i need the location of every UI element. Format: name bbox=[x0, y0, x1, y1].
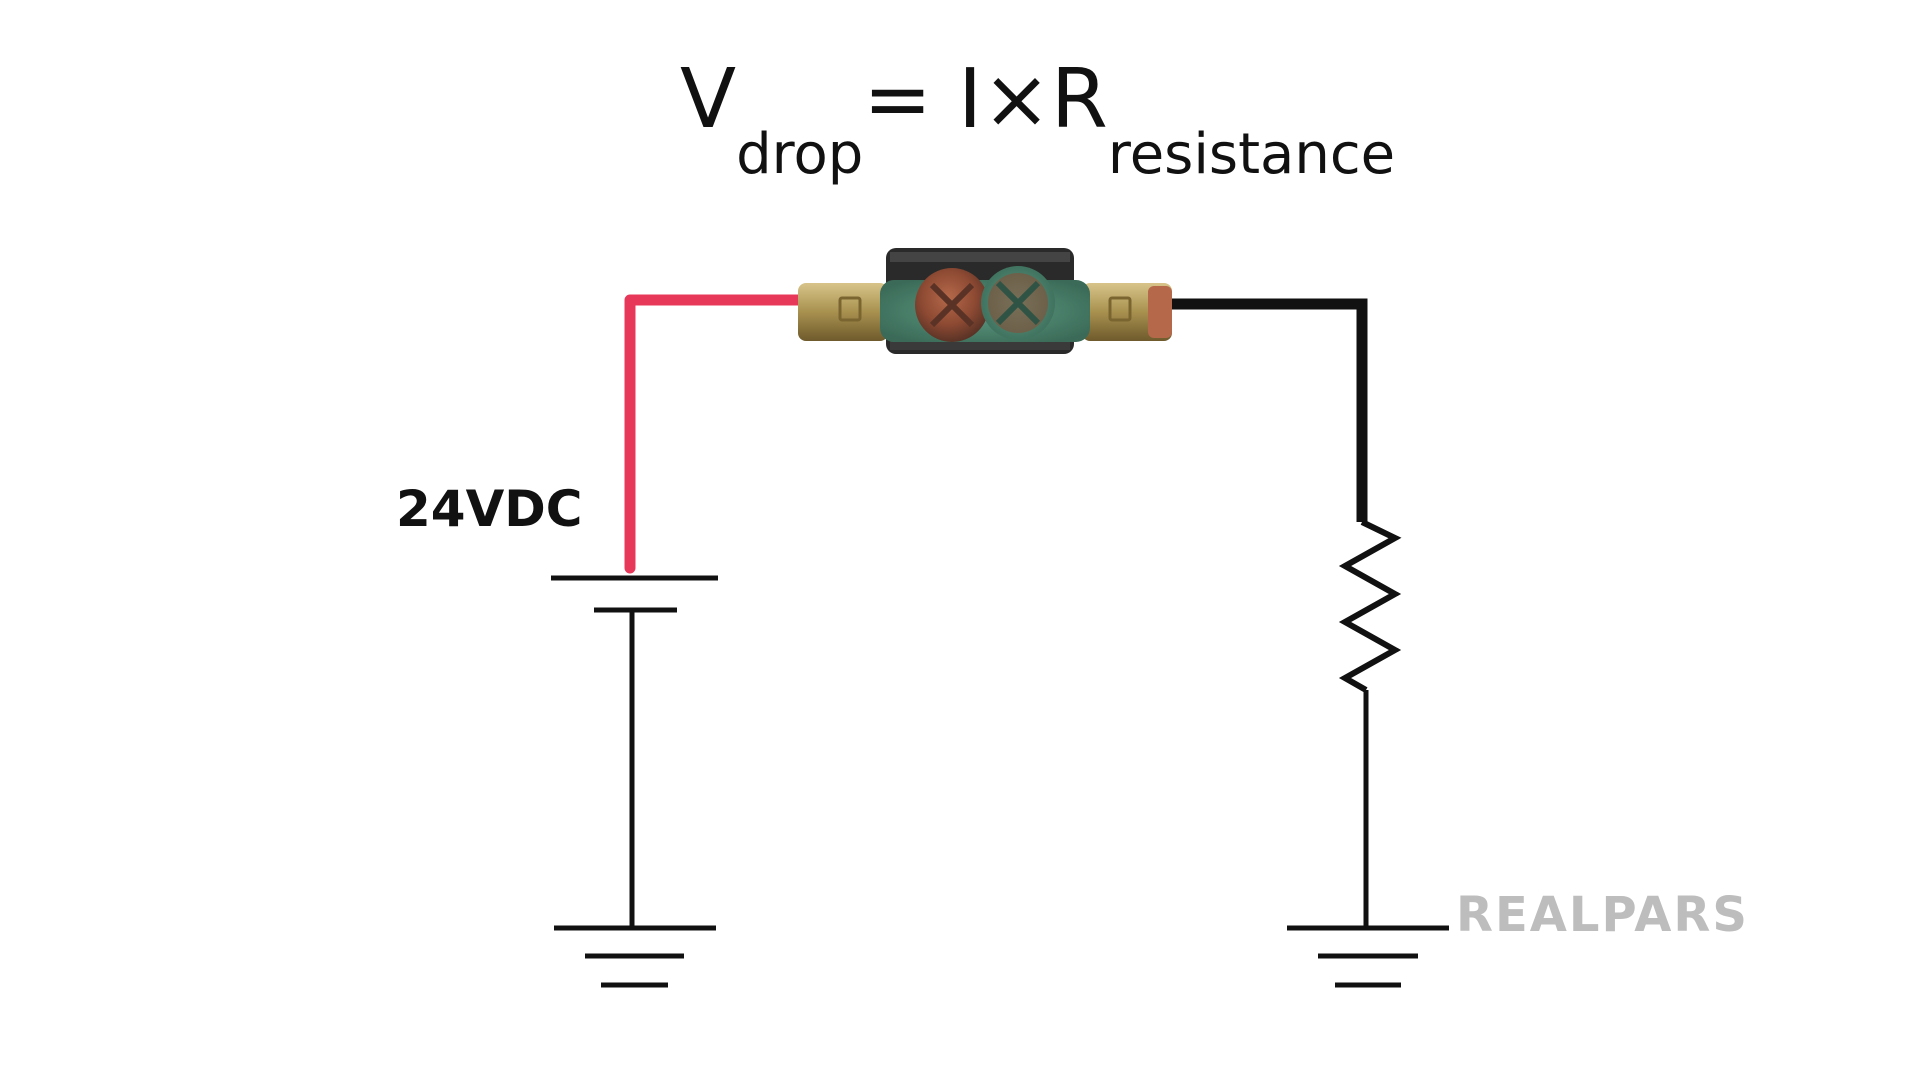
realpars-logo: REALPARS bbox=[1456, 887, 1749, 943]
formula-equals-ixr: = I×R bbox=[863, 52, 1108, 147]
corroded-terminal-block-icon bbox=[798, 248, 1172, 354]
voltage-drop-formula: Vdrop= I×Rresistance bbox=[680, 52, 1395, 187]
positive-wire bbox=[624, 294, 806, 574]
supply-voltage-label: 24VDC bbox=[396, 480, 583, 538]
resistor-icon bbox=[1338, 519, 1402, 693]
formula-r-subscript: resistance bbox=[1107, 122, 1396, 187]
negative-wire bbox=[1170, 298, 1368, 522]
ground-right-icon bbox=[1287, 925, 1449, 988]
ground-left-icon bbox=[554, 925, 716, 988]
formula-v: V bbox=[680, 52, 737, 147]
dc-battery-icon bbox=[551, 575, 718, 613]
formula-v-subscript: drop bbox=[736, 122, 864, 187]
